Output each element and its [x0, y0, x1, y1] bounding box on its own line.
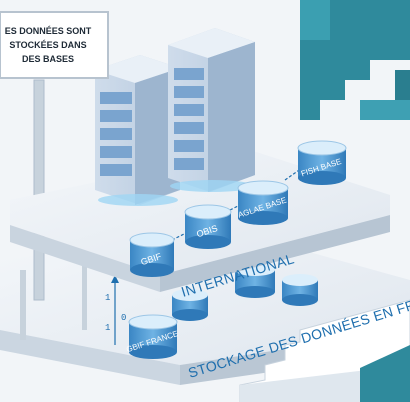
sign-line-2: STOCKÉES DANS	[9, 40, 86, 50]
db-fish-base: FISH BASE	[297, 140, 347, 185]
db-aglae-base: AGLAE BASE	[237, 180, 289, 225]
server-rack-right	[168, 28, 255, 192]
db-gbif-france: GBIF FRANCE	[125, 314, 179, 359]
signpost: ES DONNÉES SONT STOCKÉES DANS DES BASES	[0, 11, 109, 79]
binary-digit: 1	[105, 323, 110, 333]
binary-digit: 0	[121, 313, 126, 323]
binary-digit: 1	[105, 293, 110, 303]
sign-line-3: DES BASES	[22, 54, 74, 64]
france-db-cluster	[172, 264, 318, 321]
sign-line-1: ES DONNÉES SONT	[5, 26, 92, 36]
db-gbif: GBIF	[129, 232, 175, 277]
staircase-top	[300, 0, 410, 120]
staircase-bottom	[239, 299, 410, 402]
db-obis: OBIS	[184, 204, 232, 249]
binary-stream: 1 0 1	[105, 275, 126, 345]
pillars	[20, 79, 87, 340]
